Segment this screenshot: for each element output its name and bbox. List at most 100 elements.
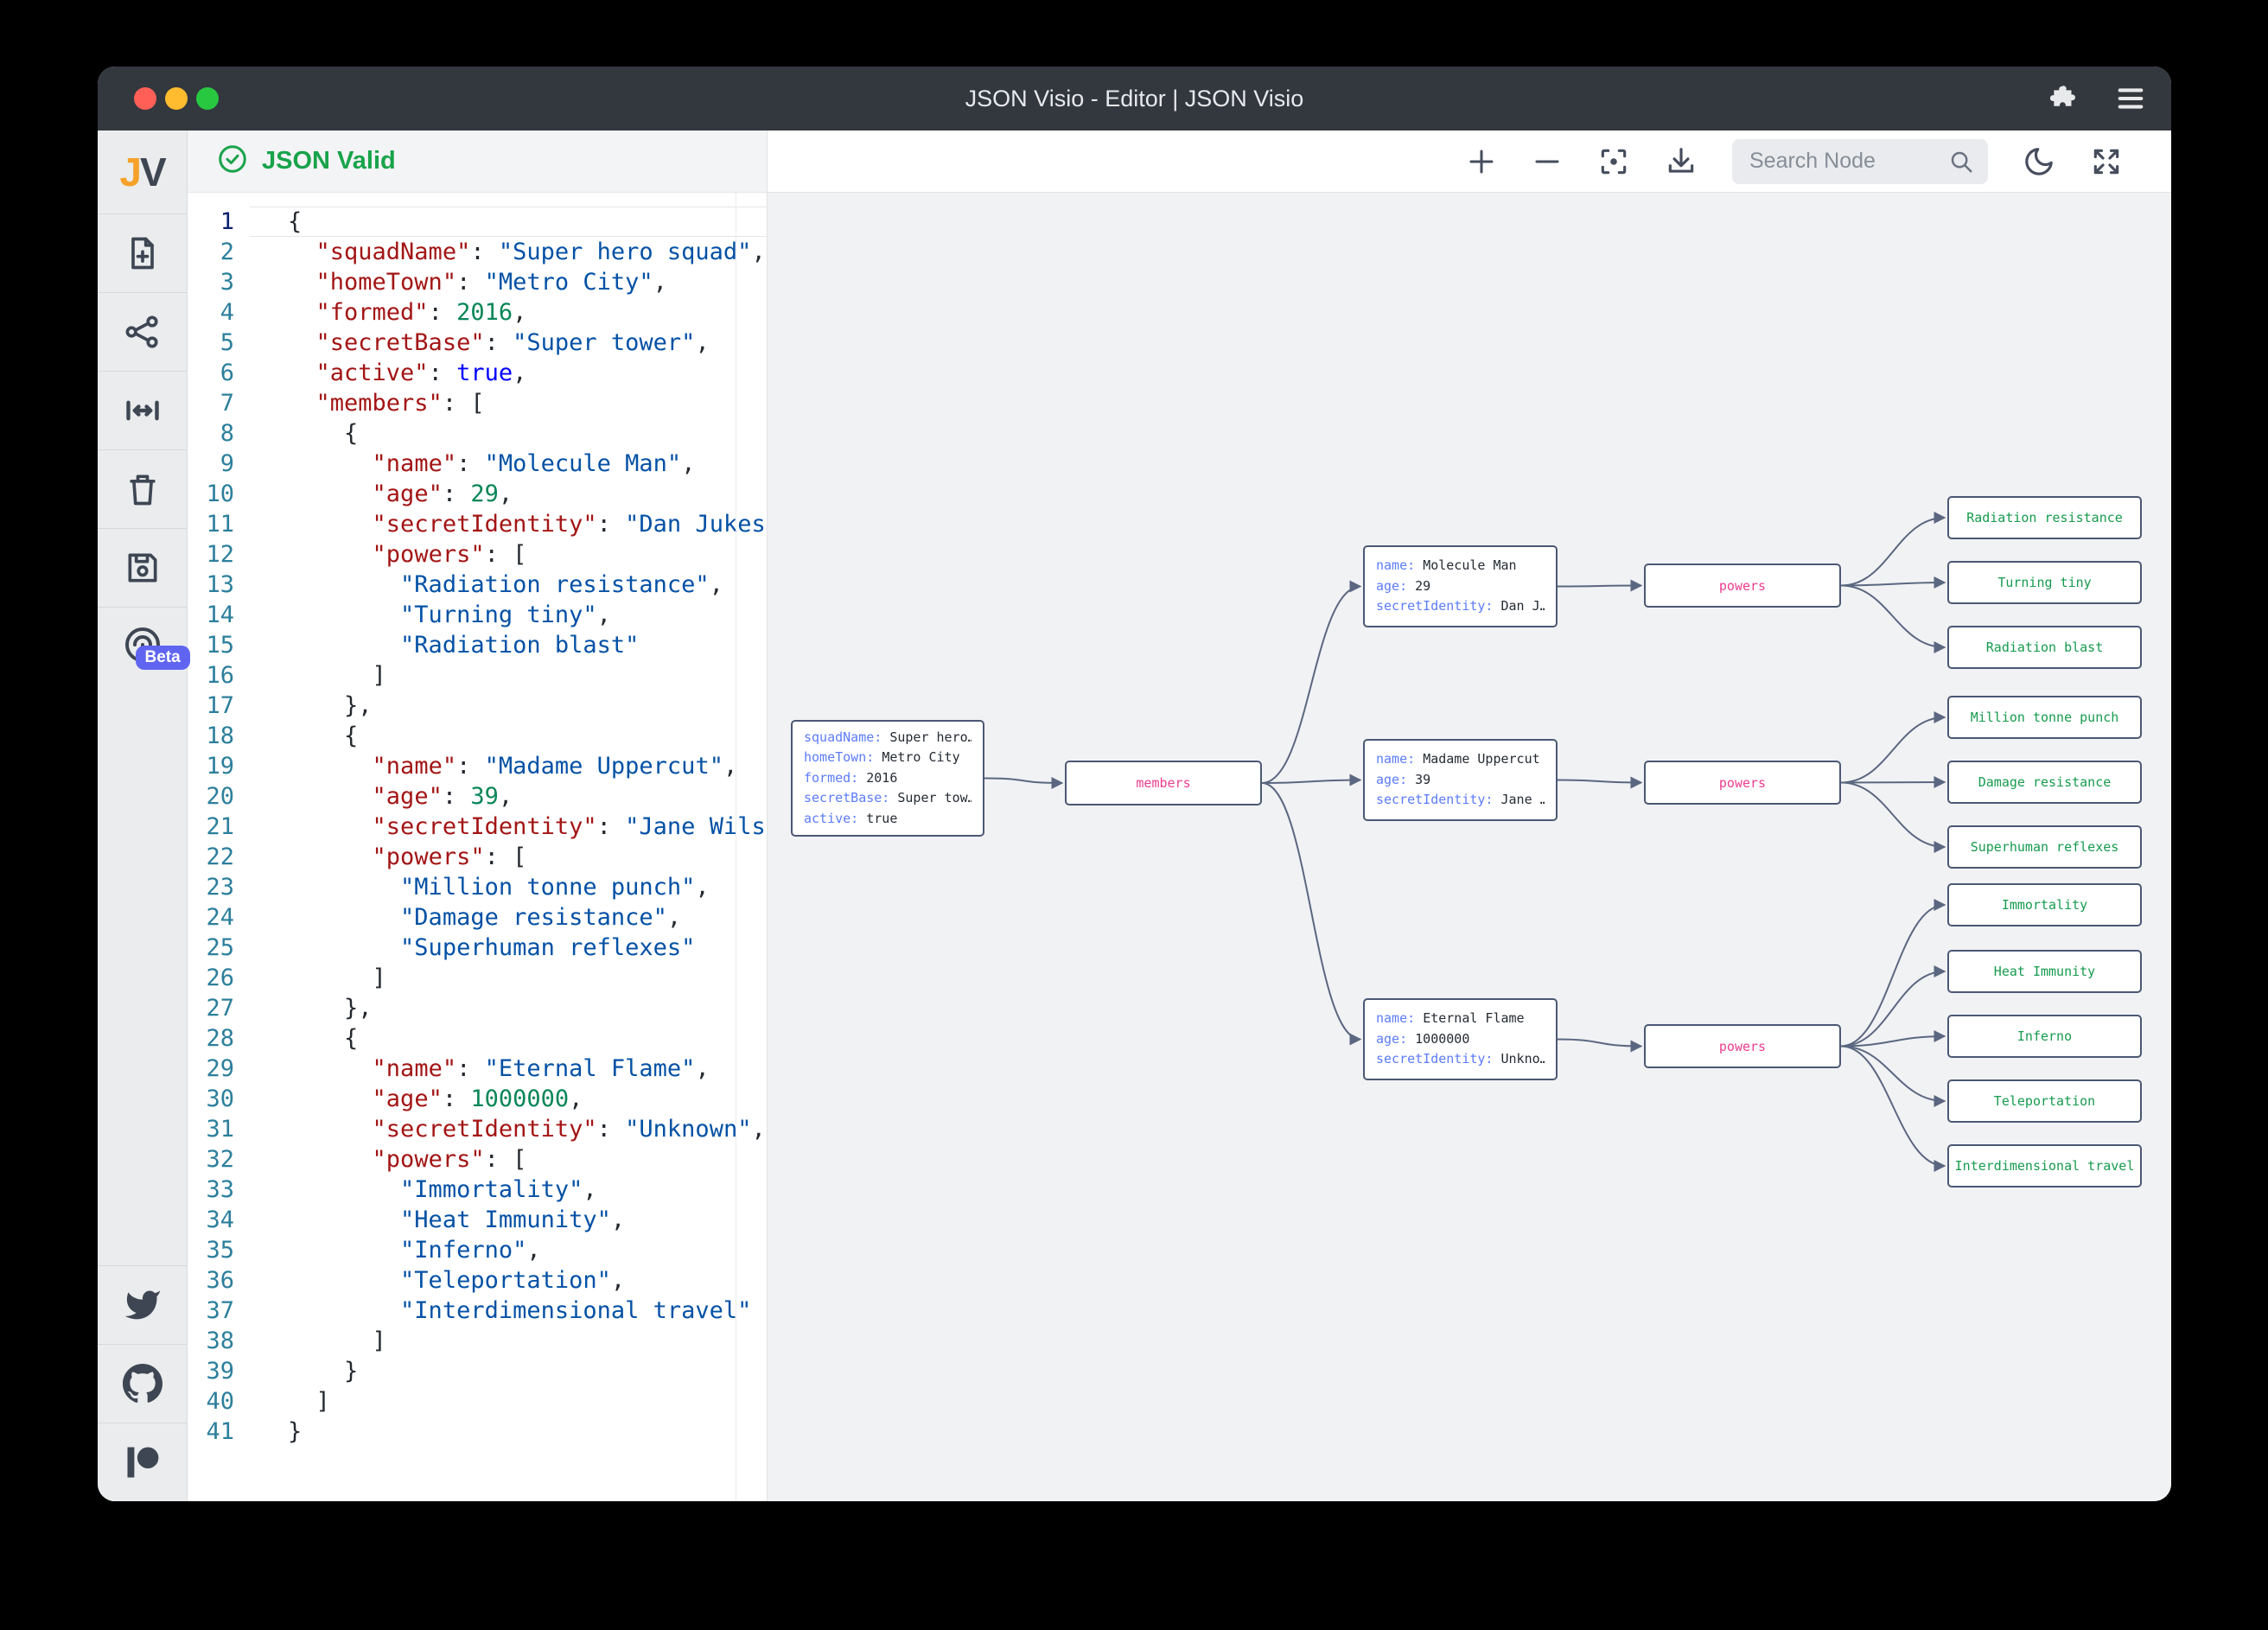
line-text: "Immortality", <box>400 1176 597 1203</box>
code-line[interactable]: 16 ] <box>188 660 767 691</box>
share-button[interactable] <box>98 292 188 371</box>
code-line[interactable]: 32 "powers": [ <box>188 1144 767 1175</box>
code-line[interactable]: 3 "homeTown": "Metro City", <box>188 267 767 297</box>
graph-node-l6[interactable]: Superhuman reflexes <box>1947 825 2142 869</box>
focus-center-button[interactable] <box>1597 145 1630 178</box>
zoom-out-button[interactable] <box>1532 146 1563 177</box>
patreon-link[interactable] <box>98 1423 188 1501</box>
code-line[interactable]: 41} <box>188 1417 767 1447</box>
extension-puzzle-icon[interactable] <box>2048 84 2078 113</box>
code-line[interactable]: 35 "Inferno", <box>188 1235 767 1265</box>
clear-json-button[interactable] <box>98 449 188 528</box>
code-line[interactable]: 40 ] <box>188 1386 767 1417</box>
save-button[interactable] <box>98 528 188 607</box>
line-number: 35 <box>206 1237 234 1264</box>
graph-node-l10[interactable]: Teleportation <box>1947 1079 2142 1123</box>
dark-mode-moon-icon[interactable] <box>2023 145 2055 178</box>
line-text: "members": [ <box>315 390 485 417</box>
graph-canvas[interactable]: squadName: Super hero…homeTown: Metro Ci… <box>768 193 2171 1501</box>
code-line[interactable]: 7 "members": [ <box>188 388 767 418</box>
code-line[interactable]: 10 "age": 29, <box>188 479 767 509</box>
code-line[interactable]: 33 "Immortality", <box>188 1175 767 1205</box>
graph-node-l5[interactable]: Damage resistance <box>1947 761 2142 804</box>
zoom-in-button[interactable] <box>1466 146 1497 177</box>
titlebar: JSON Visio - Editor | JSON Visio <box>98 67 2171 131</box>
graph-node-l8[interactable]: Heat Immunity <box>1947 950 2142 993</box>
code-editor[interactable]: 1{2 "squadName": "Super hero squad",3 "h… <box>188 193 767 1501</box>
code-line[interactable]: 1{ <box>188 207 767 237</box>
code-line[interactable]: 2 "squadName": "Super hero squad", <box>188 237 767 267</box>
code-line[interactable]: 8 { <box>188 418 767 449</box>
window-title: JSON Visio - Editor | JSON Visio <box>965 85 1304 111</box>
line-text: "name": "Madame Uppercut", <box>372 753 738 780</box>
github-link[interactable] <box>98 1344 188 1423</box>
graph-node-l3[interactable]: Radiation blast <box>1947 626 2142 669</box>
code-line[interactable]: 25 "Superhuman reflexes" <box>188 933 767 963</box>
code-line[interactable]: 24 "Damage resistance", <box>188 902 767 933</box>
graph-node-root[interactable]: squadName: Super hero…homeTown: Metro Ci… <box>791 720 984 837</box>
graph-node-l9[interactable]: Inferno <box>1947 1015 2142 1058</box>
code-line[interactable]: 31 "secretIdentity": "Unknown", <box>188 1114 767 1144</box>
close-window-button[interactable] <box>134 87 156 110</box>
code-line[interactable]: 27 }, <box>188 993 767 1023</box>
graph-node-l1[interactable]: Radiation resistance <box>1947 496 2142 539</box>
graph-node-l2[interactable]: Turning tiny <box>1947 561 2142 604</box>
line-text: "Million tonne punch", <box>400 874 710 901</box>
code-line[interactable]: 34 "Heat Immunity", <box>188 1205 767 1235</box>
new-document-button[interactable] <box>98 213 188 292</box>
code-line[interactable]: 30 "age": 1000000, <box>188 1084 767 1114</box>
live-transform-button[interactable]: Beta <box>98 607 190 685</box>
code-line[interactable]: 17 }, <box>188 691 767 721</box>
code-line[interactable]: 23 "Million tonne punch", <box>188 872 767 902</box>
line-number: 15 <box>206 632 234 659</box>
line-number: 28 <box>206 1025 234 1052</box>
code-line[interactable]: 38 ] <box>188 1326 767 1356</box>
code-line[interactable]: 11 "secretIdentity": "Dan Jukes", <box>188 509 767 539</box>
save-icon <box>124 549 162 587</box>
code-line[interactable]: 21 "secretIdentity": "Jane Wilson" <box>188 812 767 842</box>
search-node-input[interactable] <box>1749 149 1940 174</box>
code-line[interactable]: 15 "Radiation blast" <box>188 630 767 660</box>
line-text: { <box>288 420 359 447</box>
graph-node-l11[interactable]: Interdimensional travel <box>1947 1144 2142 1187</box>
code-line[interactable]: 5 "secretBase": "Super tower", <box>188 328 767 358</box>
graph-node-members[interactable]: members <box>1065 761 1262 805</box>
code-line[interactable]: 29 "name": "Eternal Flame", <box>188 1054 767 1084</box>
graph-node-l7[interactable]: Immortality <box>1947 883 2142 926</box>
code-line[interactable]: 19 "name": "Madame Uppercut", <box>188 751 767 781</box>
code-line[interactable]: 28 { <box>188 1023 767 1054</box>
auto-fit-width-button[interactable] <box>98 371 188 449</box>
download-image-button[interactable] <box>1665 145 1698 178</box>
code-line[interactable]: 4 "formed": 2016, <box>188 297 767 328</box>
fullscreen-icon[interactable] <box>2090 145 2123 178</box>
code-line[interactable]: 18 { <box>188 721 767 751</box>
code-line[interactable]: 20 "age": 39, <box>188 781 767 812</box>
graph-node-p1[interactable]: powers <box>1644 563 1841 608</box>
code-line[interactable]: 12 "powers": [ <box>188 539 767 570</box>
graph-node-p3[interactable]: powers <box>1644 1024 1841 1068</box>
line-text: }, <box>288 995 373 1022</box>
code-line[interactable]: 6 "active": true, <box>188 358 767 388</box>
line-number: 34 <box>206 1207 234 1233</box>
twitter-link[interactable] <box>98 1265 188 1344</box>
code-line[interactable]: 36 "Teleportation", <box>188 1265 767 1296</box>
line-number: 20 <box>206 783 234 810</box>
line-number: 32 <box>206 1146 234 1173</box>
line-number: 38 <box>206 1328 234 1354</box>
code-line[interactable]: 22 "powers": [ <box>188 842 767 872</box>
code-line[interactable]: 9 "name": "Molecule Man", <box>188 449 767 479</box>
graph-node-l4[interactable]: Million tonne punch <box>1947 696 2142 739</box>
code-line[interactable]: 26 ] <box>188 963 767 993</box>
code-line[interactable]: 14 "Turning tiny", <box>188 600 767 630</box>
code-line[interactable]: 39 } <box>188 1356 767 1386</box>
minimize-window-button[interactable] <box>165 87 188 110</box>
code-line[interactable]: 37 "Interdimensional travel" <box>188 1296 767 1326</box>
code-line[interactable]: 13 "Radiation resistance", <box>188 570 767 600</box>
graph-node-p2[interactable]: powers <box>1644 761 1841 805</box>
menu-icon[interactable] <box>2116 86 2145 111</box>
zoom-window-button[interactable] <box>196 87 219 110</box>
